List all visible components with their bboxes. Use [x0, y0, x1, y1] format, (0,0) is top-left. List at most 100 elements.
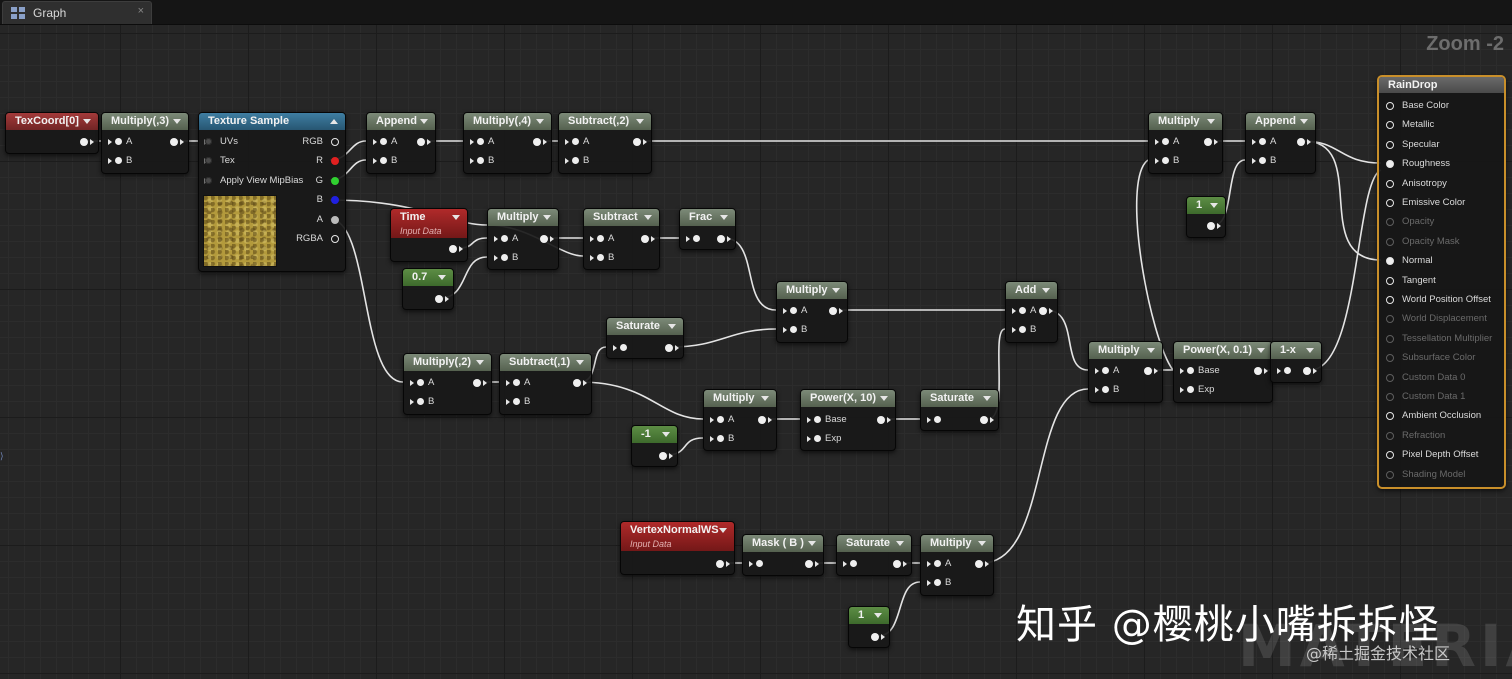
input-pin[interactable]	[115, 157, 122, 164]
chevron-down-icon[interactable]	[1257, 348, 1265, 353]
chevron-down-icon[interactable]	[1210, 203, 1218, 208]
input-pin[interactable]	[501, 235, 508, 242]
output-pin[interactable]	[1039, 307, 1047, 315]
input-pin[interactable]	[513, 398, 520, 405]
chevron-down-icon[interactable]	[438, 275, 446, 280]
material-pin[interactable]	[1386, 412, 1394, 421]
output-pin[interactable]	[1207, 222, 1215, 230]
chevron-down-icon[interactable]	[719, 528, 727, 533]
chevron-down-icon[interactable]	[896, 541, 904, 546]
output-pin[interactable]	[417, 138, 425, 146]
node-const1a[interactable]: 1	[1186, 196, 1226, 238]
output-pin[interactable]	[80, 138, 88, 146]
input-pin[interactable]	[380, 138, 387, 145]
input-pin[interactable]	[620, 344, 627, 351]
chevron-down-icon[interactable]	[1207, 119, 1215, 124]
input-pin[interactable]	[477, 157, 484, 164]
chevron-down-icon[interactable]	[1147, 348, 1155, 353]
material-pin[interactable]	[1386, 140, 1394, 149]
chevron-down-icon[interactable]	[83, 119, 91, 124]
chevron-down-icon[interactable]	[452, 215, 460, 220]
chevron-down-icon[interactable]	[420, 119, 428, 124]
chevron-down-icon[interactable]	[536, 119, 544, 124]
output-pin[interactable]	[871, 633, 879, 641]
input-pin[interactable]	[513, 379, 520, 386]
chevron-down-icon[interactable]	[1042, 288, 1050, 293]
material-pin[interactable]	[1386, 179, 1394, 188]
input-pin[interactable]	[1162, 157, 1169, 164]
input-pin[interactable]	[205, 157, 212, 164]
material-pin[interactable]	[1386, 160, 1394, 169]
node-oneminus[interactable]: 1-x	[1270, 341, 1322, 383]
output-pin[interactable]	[975, 560, 983, 568]
input-pin[interactable]	[934, 579, 941, 586]
chevron-down-icon[interactable]	[983, 396, 991, 401]
chevron-down-icon[interactable]	[476, 360, 484, 365]
output-pin[interactable]	[1297, 138, 1305, 146]
input-pin[interactable]	[717, 435, 724, 442]
material-pin[interactable]	[1386, 199, 1394, 207]
input-pin[interactable]	[572, 157, 579, 164]
output-pin[interactable]	[331, 216, 339, 224]
input-pin[interactable]	[814, 416, 821, 423]
input-pin[interactable]	[572, 138, 579, 145]
chevron-down-icon[interactable]	[761, 396, 769, 401]
node-saturate3[interactable]: Saturate	[836, 534, 912, 576]
input-pin[interactable]	[417, 379, 424, 386]
material-pin[interactable]	[1386, 276, 1394, 285]
chevron-down-icon[interactable]	[1306, 348, 1314, 353]
output-pin[interactable]	[435, 295, 443, 303]
output-pin[interactable]	[829, 307, 837, 315]
chevron-down-icon[interactable]	[662, 432, 670, 437]
chevron-up-icon[interactable]	[330, 119, 338, 124]
chevron-down-icon[interactable]	[644, 215, 652, 220]
output-pin[interactable]	[331, 138, 339, 146]
output-pin[interactable]	[170, 138, 178, 146]
material-pin[interactable]	[1386, 102, 1394, 110]
output-pin[interactable]	[533, 138, 541, 146]
chevron-down-icon[interactable]	[720, 215, 728, 220]
input-pin[interactable]	[717, 416, 724, 423]
chevron-down-icon[interactable]	[880, 396, 888, 401]
input-pin[interactable]	[1019, 307, 1026, 314]
chevron-down-icon[interactable]	[668, 324, 676, 329]
input-pin[interactable]	[814, 435, 821, 442]
output-pin[interactable]	[758, 416, 766, 424]
input-pin[interactable]	[790, 326, 797, 333]
output-pin[interactable]	[540, 235, 548, 243]
chevron-down-icon[interactable]	[576, 360, 584, 365]
input-pin[interactable]	[693, 235, 700, 242]
input-pin[interactable]	[1259, 138, 1266, 145]
node-saturate1[interactable]: Saturate	[606, 317, 684, 359]
node-mask[interactable]: Mask ( B )	[742, 534, 824, 576]
output-pin[interactable]	[980, 416, 988, 424]
output-pin[interactable]	[573, 379, 581, 387]
output-pin[interactable]	[665, 344, 673, 352]
input-pin[interactable]	[417, 398, 424, 405]
input-pin[interactable]	[115, 138, 122, 145]
output-pin[interactable]	[331, 157, 339, 165]
input-pin[interactable]	[756, 560, 763, 567]
input-pin[interactable]	[205, 177, 212, 184]
output-pin[interactable]	[1204, 138, 1212, 146]
output-pin[interactable]	[1303, 367, 1311, 375]
chevron-down-icon[interactable]	[978, 541, 986, 546]
material-pin[interactable]	[1386, 257, 1394, 266]
output-pin[interactable]	[659, 452, 667, 460]
input-pin[interactable]	[501, 254, 508, 261]
material-pin[interactable]	[1386, 296, 1394, 304]
output-pin[interactable]	[331, 235, 339, 243]
output-pin[interactable]	[805, 560, 813, 568]
output-pin[interactable]	[877, 416, 885, 424]
input-pin[interactable]	[1187, 367, 1194, 374]
node-const1b[interactable]: 1	[848, 606, 890, 648]
